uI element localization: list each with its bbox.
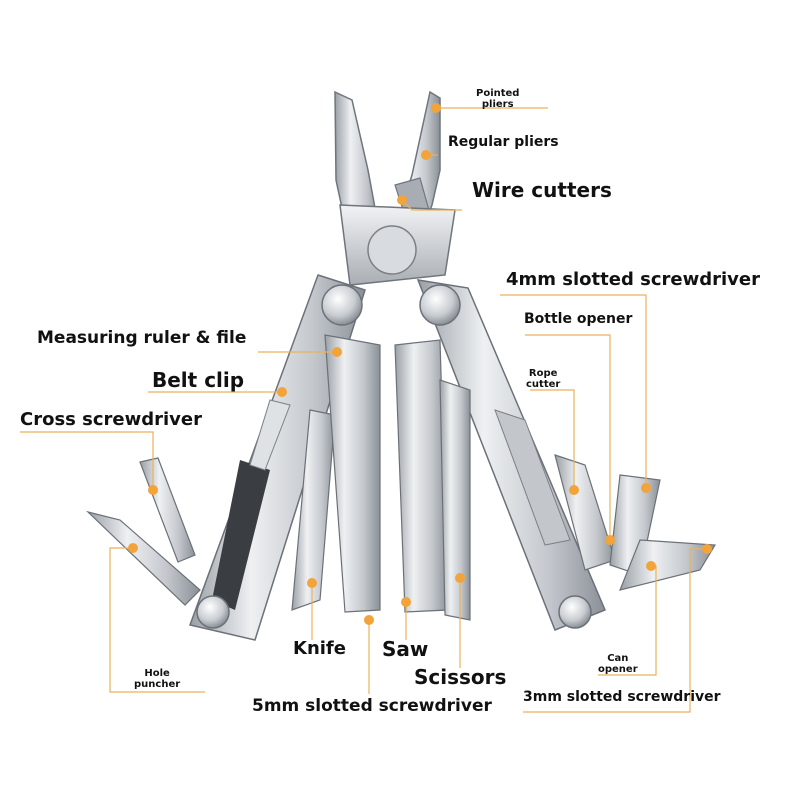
left-handle <box>189 274 366 641</box>
label-3mm-slotted-screwdriver: 3mm slotted screwdriver <box>523 689 721 705</box>
leader-line-rope-cutter <box>530 389 575 490</box>
label-5mm-slotted-screwdriver: 5mm slotted screwdriver <box>252 696 492 716</box>
annotations <box>20 103 712 713</box>
marker-rope-cutter <box>569 485 579 495</box>
label-regular-pliers: Regular pliers <box>448 134 559 150</box>
marker-belt-clip <box>277 387 287 397</box>
leader-line-cross-screwdriver <box>20 431 154 490</box>
label-4mm-slotted-screwdriver: 4mm slotted screwdriver <box>506 269 760 290</box>
marker-bottle-opener <box>605 535 615 545</box>
marker-can-opener <box>646 561 656 571</box>
marker-scissors <box>455 573 465 583</box>
label-scissors: Scissors <box>414 665 507 689</box>
marker-4mm-slotted-screwdriver <box>641 483 651 493</box>
label-cross-screwdriver: Cross screwdriver <box>20 409 202 430</box>
marker-measuring-ruler-file <box>332 347 342 357</box>
leader-line-bottle-opener <box>525 334 611 540</box>
marker-knife <box>307 578 317 588</box>
label-belt-clip: Belt clip <box>152 368 245 392</box>
marker-wire-cutters <box>397 195 407 205</box>
right-handle <box>416 279 606 631</box>
leader-line-3mm-slotted-screwdriver <box>523 548 707 713</box>
right-tools <box>394 339 717 621</box>
leader-line-4mm-slotted-screwdriver <box>500 294 647 488</box>
label-bottle-opener: Bottle opener <box>524 311 633 327</box>
label-wire-cutters: Wire cutters <box>472 178 612 202</box>
marker-hole-puncher <box>128 543 138 553</box>
marker-saw <box>401 597 411 607</box>
pliers-jaws <box>334 90 456 286</box>
marker-cross-screwdriver <box>148 485 158 495</box>
marker-5mm-slotted-screwdriver <box>364 615 374 625</box>
label-saw: Saw <box>382 637 429 661</box>
leader-line-hole-puncher <box>109 547 205 693</box>
marker-3mm-slotted-screwdriver <box>702 544 712 554</box>
marker-pointed-pliers <box>431 103 441 113</box>
label-knife: Knife <box>293 638 346 659</box>
label-measuring-ruler-file: Measuring ruler & file <box>37 328 247 348</box>
left-tools <box>85 334 381 613</box>
marker-regular-pliers <box>421 150 431 160</box>
